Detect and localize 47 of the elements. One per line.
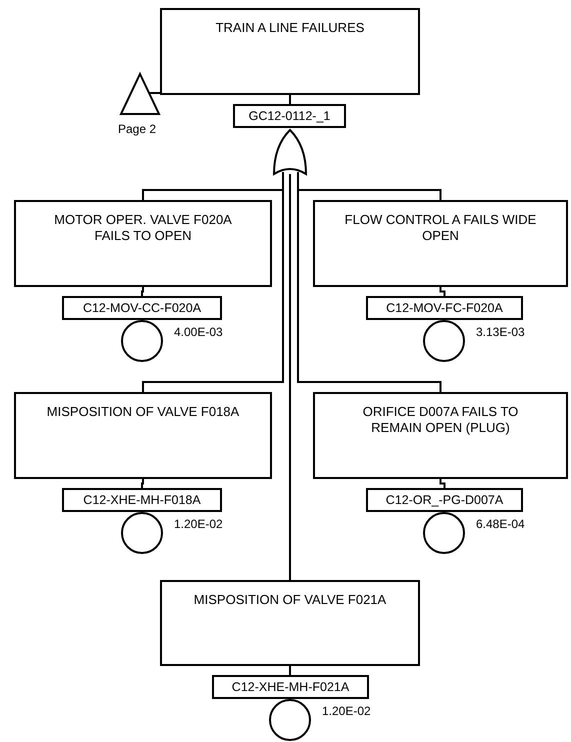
- page-reference: Page 2: [118, 123, 156, 135]
- event-id: C12-XHE-MH-F018A: [83, 494, 201, 506]
- event-id: C12-MOV-CC-F020A: [82, 302, 202, 314]
- event-box: [14, 200, 272, 287]
- event-box: [313, 392, 568, 479]
- probability-value: 1.20E-02: [322, 705, 371, 717]
- event-id-box: [62, 296, 222, 320]
- event-description: ORIFICE D007A FAILS TO REMAIN OPEN (PLUG): [362, 404, 520, 436]
- event-id-box: [62, 488, 222, 512]
- transfer-triangle: [120, 73, 160, 115]
- connector-line: [149, 92, 160, 94]
- event-id: C12-XHE-MH-F021A: [232, 680, 350, 694]
- event-id-box: [366, 488, 523, 512]
- event-description: MOTOR OPER. VALVE F020A FAILS TO OPEN: [53, 212, 233, 244]
- probability-value: 1.20E-02: [174, 518, 223, 530]
- event-description: MISPOSITION OF VALVE F018A: [46, 404, 240, 420]
- connector-line: [141, 287, 144, 296]
- basic-event-circle: [422, 512, 466, 554]
- event-box: [160, 8, 420, 95]
- connector-line: [141, 479, 144, 488]
- connector-line: [440, 287, 446, 296]
- event-box: [313, 200, 568, 287]
- event-id: C12-MOV-FC-F020A: [386, 302, 503, 314]
- event-description: TRAIN A LINE FAILURES: [216, 20, 364, 36]
- connector-line: [289, 174, 291, 580]
- probability-value: 6.48E-04: [476, 518, 525, 530]
- probability-value: 4.00E-03: [174, 326, 223, 338]
- basic-event-circle: [268, 699, 312, 741]
- basic-event-circle: [120, 320, 164, 362]
- connector-line: [297, 172, 442, 392]
- basic-event-circle: [120, 512, 164, 554]
- event-description: MISPOSITION OF VALVE F021A: [194, 592, 386, 608]
- event-id: C12-OR_-PG-D007A: [386, 494, 504, 506]
- event-id-box: [233, 104, 346, 128]
- connector-line: [440, 479, 446, 488]
- event-box: [160, 580, 420, 666]
- or-gate: [272, 128, 308, 176]
- event-box: [14, 392, 272, 479]
- connector-line: [142, 172, 284, 392]
- connector-line: [289, 666, 291, 675]
- event-description: FLOW CONTROL A FAILS WIDE OPEN: [344, 212, 538, 244]
- event-id: GC12-0112-_1: [248, 110, 330, 122]
- event-id-box: [212, 675, 369, 699]
- probability-value: 3.13E-03: [476, 326, 525, 338]
- basic-event-circle: [422, 320, 466, 362]
- event-id-box: [366, 296, 523, 320]
- connector-line: [289, 95, 291, 104]
